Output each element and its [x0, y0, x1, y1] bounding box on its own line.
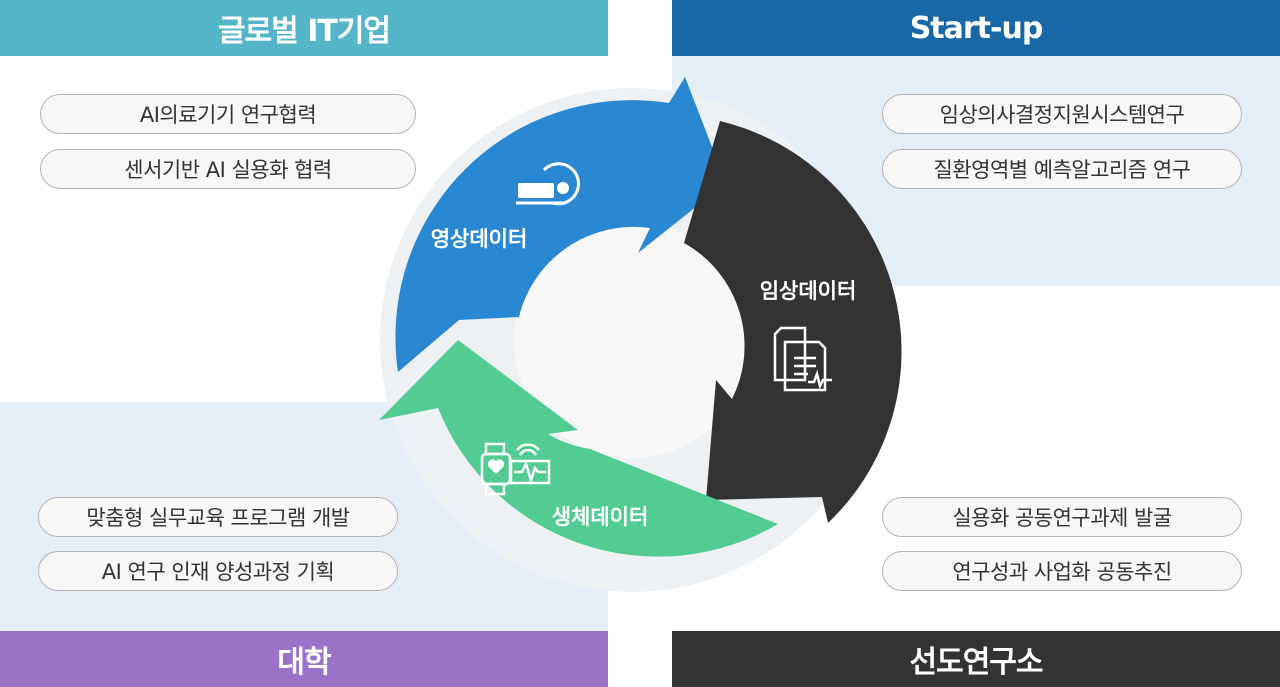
cycle-center [514, 222, 750, 458]
biometric-data-segment [379, 340, 778, 557]
header-university: 대학 [0, 631, 608, 687]
header-global-it: 글로벌 IT기업 [0, 0, 608, 56]
institute-item-1: 실용화 공동연구과제 발굴 [882, 497, 1242, 537]
clinical-data-segment [684, 121, 902, 523]
global-it-item-1: AI의료기기 연구협력 [40, 94, 416, 134]
biometric-data-label: 생체데이터 [552, 505, 649, 529]
header-research-institute: 선도연구소 [672, 631, 1280, 687]
imaging-scanner-icon [516, 162, 580, 206]
startup-item-2: 질환영역별 예측알고리즘 연구 [882, 149, 1242, 189]
imaging-data-segment [395, 77, 726, 372]
startup-item-1: 임상의사결정지원시스템연구 [882, 94, 1242, 134]
institute-item-2: 연구성과 사업화 공동추진 [882, 551, 1242, 591]
university-item-1: 맞춤형 실무교육 프로그램 개발 [38, 497, 398, 537]
imaging-data-label: 영상데이터 [431, 227, 528, 251]
header-startup: Start-up [672, 0, 1280, 56]
clinical-documents-icon [773, 326, 832, 392]
clinical-data-label: 임상데이터 [760, 279, 857, 303]
university-item-2: AI 연구 인재 양성과정 기획 [38, 551, 398, 591]
smartwatch-ecg-icon [480, 442, 551, 496]
global-it-item-2: 센서기반 AI 실용화 협력 [40, 149, 416, 189]
